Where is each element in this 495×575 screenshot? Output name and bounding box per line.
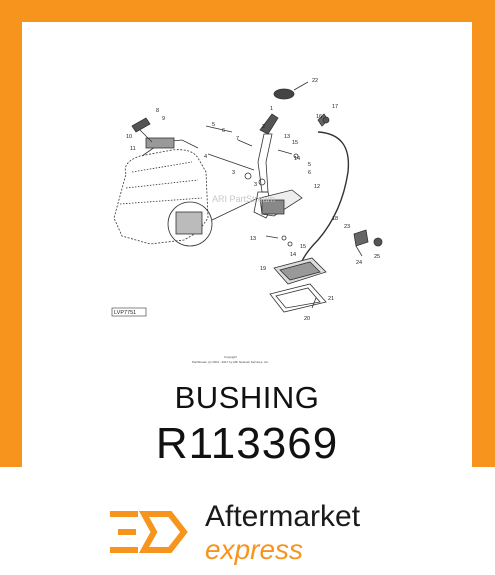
watermark: ARI PartStream <box>212 194 275 204</box>
callout-labels: 22 1 2 8 9 10 11 5 6 7 4 3 3 13 15 14 16… <box>126 78 380 322</box>
callout-label: 7 <box>236 136 239 142</box>
callout-label: 16 <box>316 114 322 120</box>
callout-label: 6 <box>222 128 225 134</box>
part-number: R113369 <box>155 419 339 468</box>
hexagon-speed-icon <box>110 511 188 553</box>
brand-name-top: Aftermarket <box>205 500 361 533</box>
diagram-ref-code: LVP7751 <box>114 310 136 316</box>
copyright-line2: PartStream (c) 2004 - 2017 by ARI Networ… <box>192 360 269 364</box>
callout-label: 17 <box>332 104 338 110</box>
callout-label: 13 <box>250 236 256 242</box>
callout-label: 4 <box>204 154 207 160</box>
callout-label: 10 <box>126 134 132 140</box>
parts-diagram: 22 1 2 8 9 10 11 5 6 7 4 3 3 13 15 14 16… <box>111 78 383 364</box>
callout-label: 20 <box>304 316 310 322</box>
callout-label: 3 <box>254 182 257 188</box>
callout-label: 12 <box>314 184 320 190</box>
callout-label: 14 <box>290 252 296 258</box>
callout-label: 9 <box>162 116 165 122</box>
callout-label: 22 <box>312 78 318 84</box>
callout-label: 15 <box>300 244 306 250</box>
callout-label: 14 <box>294 156 300 162</box>
copyright-line1: Copyright <box>224 355 237 359</box>
callout-label: 21 <box>328 296 334 302</box>
callout-label: 19 <box>260 266 266 272</box>
callout-label: 13 <box>284 134 290 140</box>
product-name: BUSHING <box>174 380 320 415</box>
callout-label: 5 <box>212 122 215 128</box>
product-card: 22 1 2 8 9 10 11 5 6 7 4 3 3 13 15 14 16… <box>22 22 472 468</box>
callout-label: 3 <box>232 170 235 176</box>
brand-name-bottom: express <box>205 534 304 565</box>
callout-label: 24 <box>356 260 362 266</box>
brand-footer <box>0 467 495 575</box>
callout-label: 25 <box>374 254 380 260</box>
callout-label: 5 <box>308 162 311 168</box>
callout-label: 15 <box>292 140 298 146</box>
callout-label: 18 <box>332 216 338 222</box>
callout-label: 2 <box>262 124 265 130</box>
callout-label: 23 <box>344 224 350 230</box>
callout-label: 1 <box>270 106 273 112</box>
callout-label: 8 <box>156 108 159 114</box>
callout-label: 6 <box>308 170 311 176</box>
callout-label: 11 <box>130 146 136 152</box>
